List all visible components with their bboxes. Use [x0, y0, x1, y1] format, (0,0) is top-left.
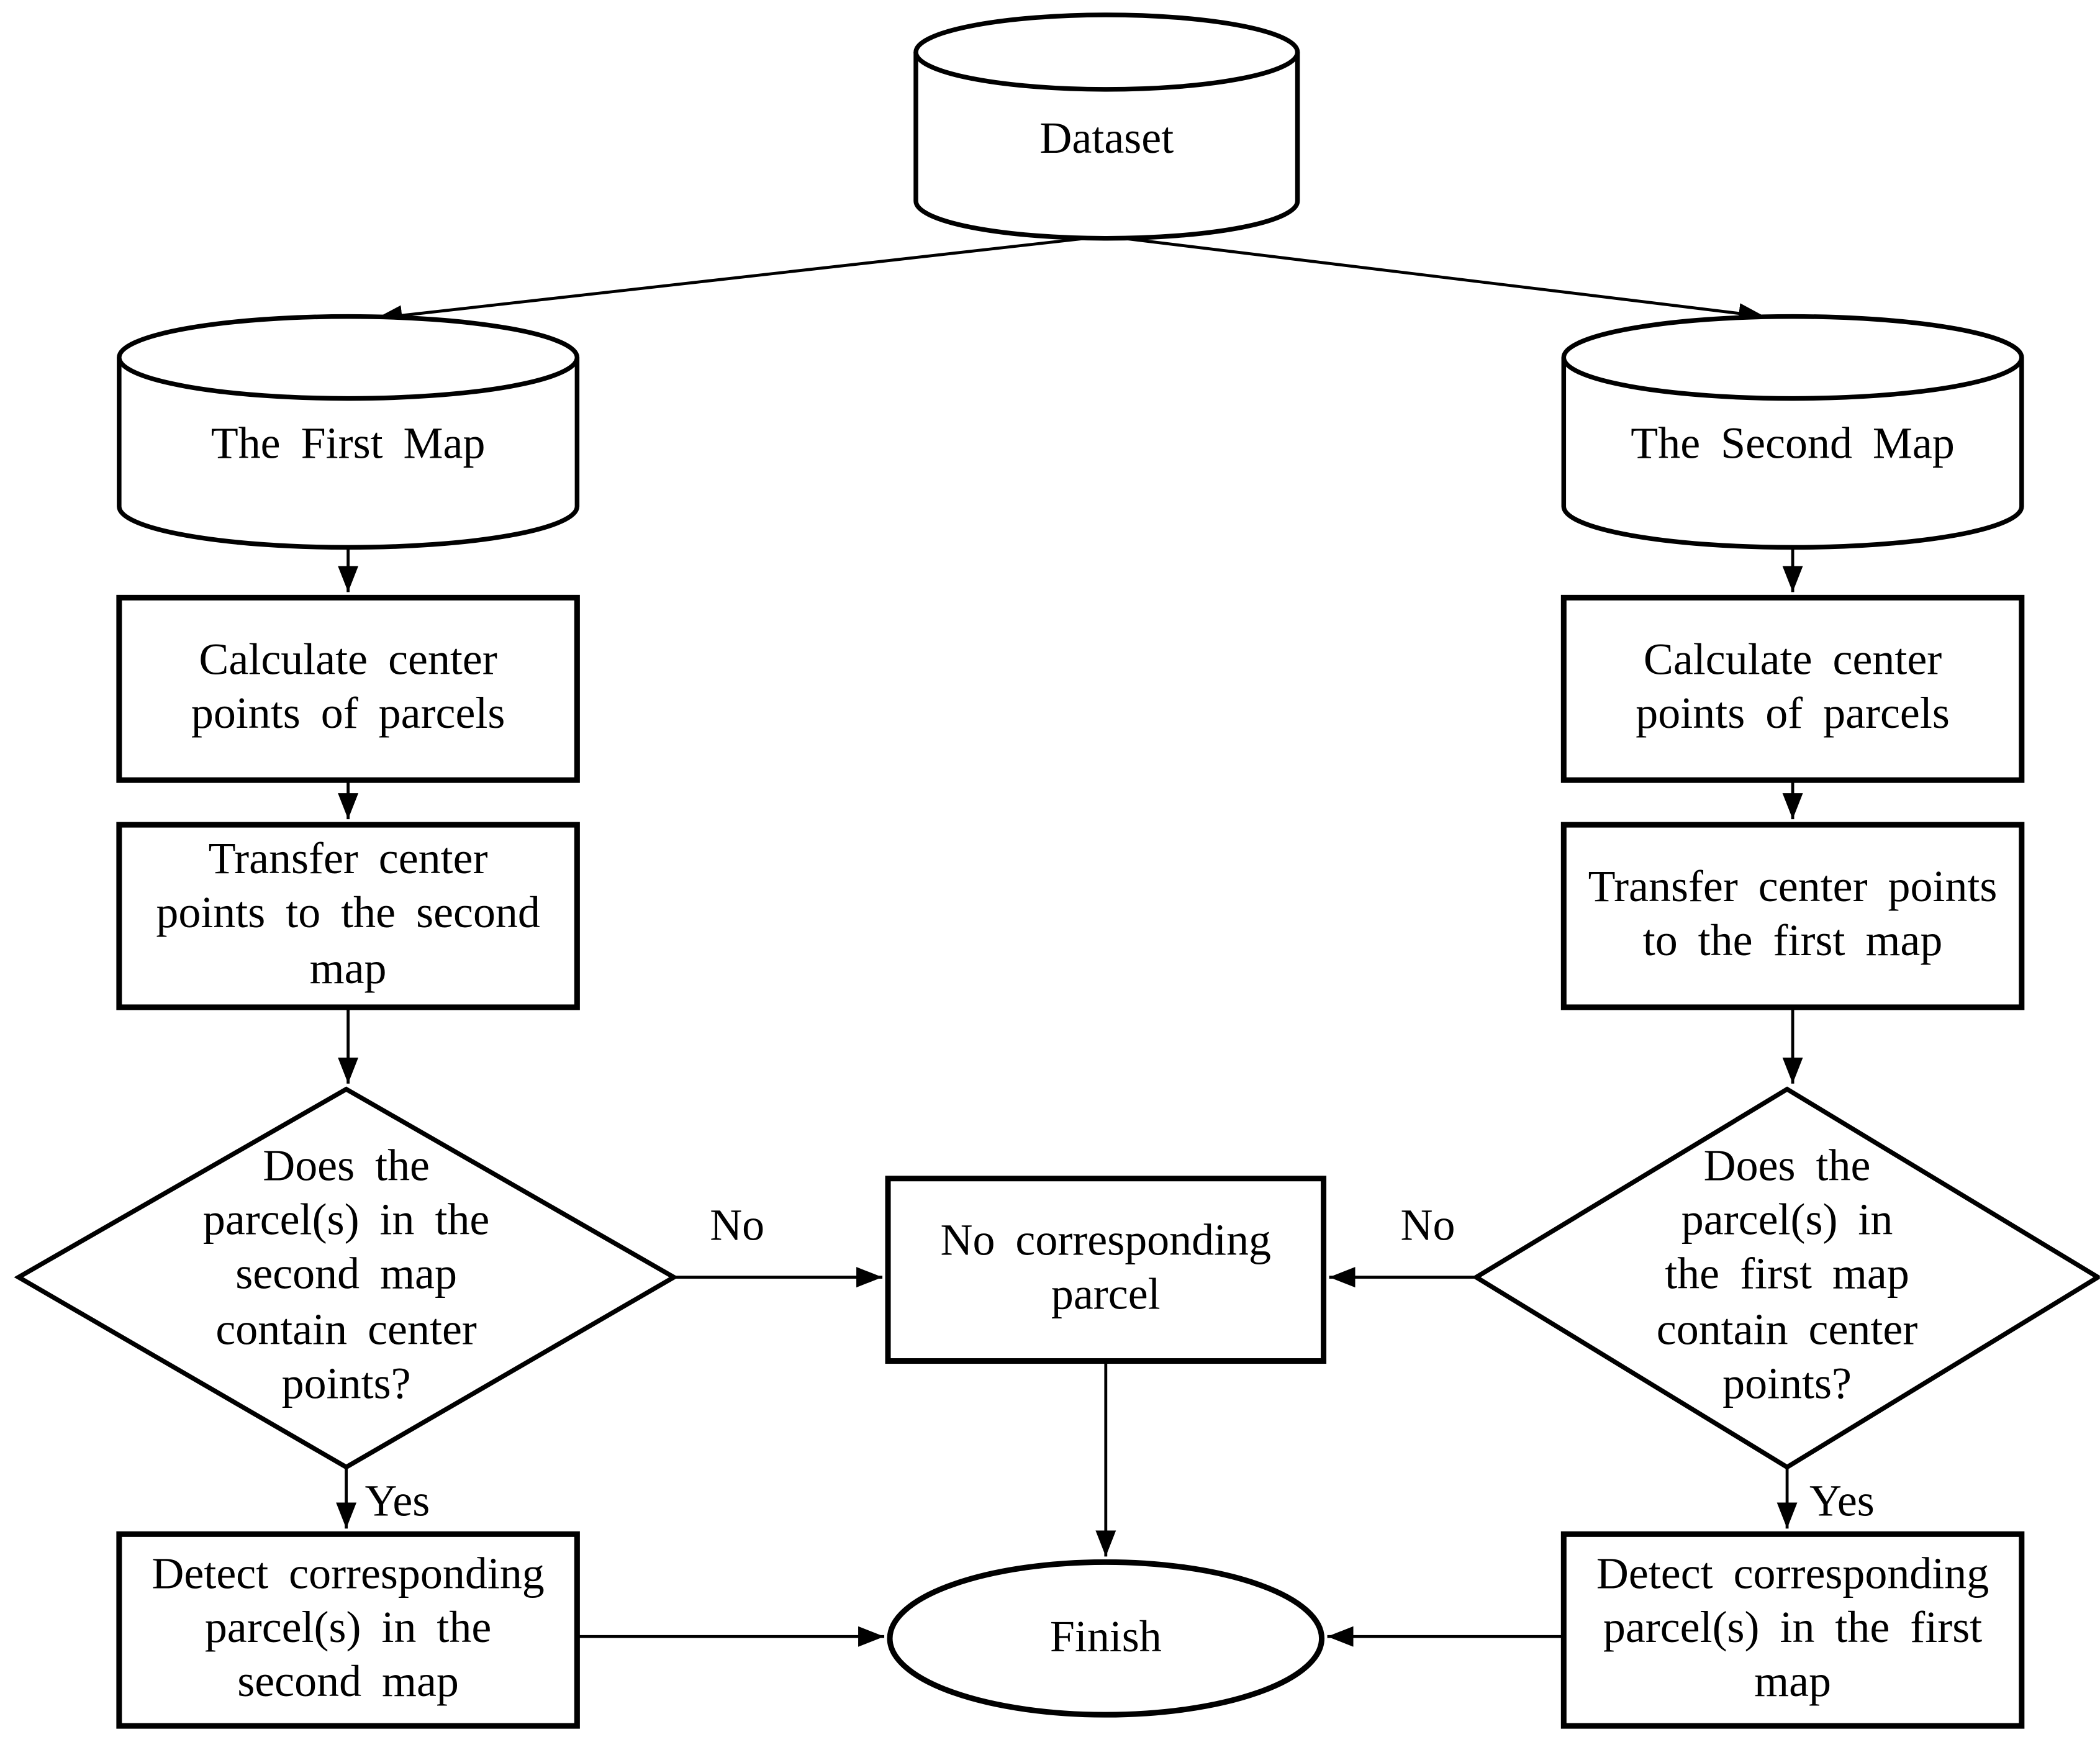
finish-label: Finish [1049, 1615, 1162, 1664]
transfer-left-box [116, 822, 580, 1010]
decision-right-label: Does the parcel(s) in the first map cont… [1656, 1143, 1918, 1410]
detect-right-box [1560, 1531, 2025, 1729]
no-corresponding-label: No corresponding parcel [940, 1217, 1272, 1320]
detect-left-label: Detect corresponding parcel(s) in the se… [152, 1550, 545, 1708]
calc-left-box [116, 594, 580, 783]
edge-dataset-to-first-map [376, 233, 1120, 326]
calc-left-label: Calculate center points of parcels [191, 636, 505, 740]
decision-left-diamond [14, 1086, 679, 1470]
yes-left-edge-label: Yes [364, 1478, 430, 1527]
first-map-cylinder [117, 314, 580, 550]
transfer-right-label: Transfer center points to the first map [1588, 863, 1998, 966]
transfer-left-label: Transfer center points to the second map [156, 836, 540, 994]
detect-left-box [116, 1531, 580, 1729]
no-right-edge-label: No [1400, 1202, 1455, 1251]
no-corresponding-box [885, 1176, 1327, 1364]
calc-right-label: Calculate center points of parcels [1636, 636, 1950, 740]
edge-dataset-to-second-map [1092, 233, 1765, 324]
decision-right-diamond [1472, 1086, 2100, 1470]
second-map-cylinder [1561, 314, 2024, 550]
first-map-label: The First Map [210, 421, 486, 470]
finish-ellipse [887, 1559, 1325, 1718]
decision-left-label: Does the parcel(s) in the second map con… [202, 1143, 490, 1410]
transfer-right-box [1560, 822, 2025, 1010]
dataset-cylinder [913, 12, 1300, 241]
second-map-label: The Second Map [1631, 421, 1955, 470]
yes-right-edge-label: Yes [1809, 1478, 1875, 1527]
detect-right-label: Detect corresponding parcel(s) in the fi… [1596, 1550, 1989, 1708]
calc-right-box [1560, 594, 2025, 783]
no-left-edge-label: No [710, 1202, 765, 1251]
dataset-label: Dataset [1039, 116, 1174, 165]
